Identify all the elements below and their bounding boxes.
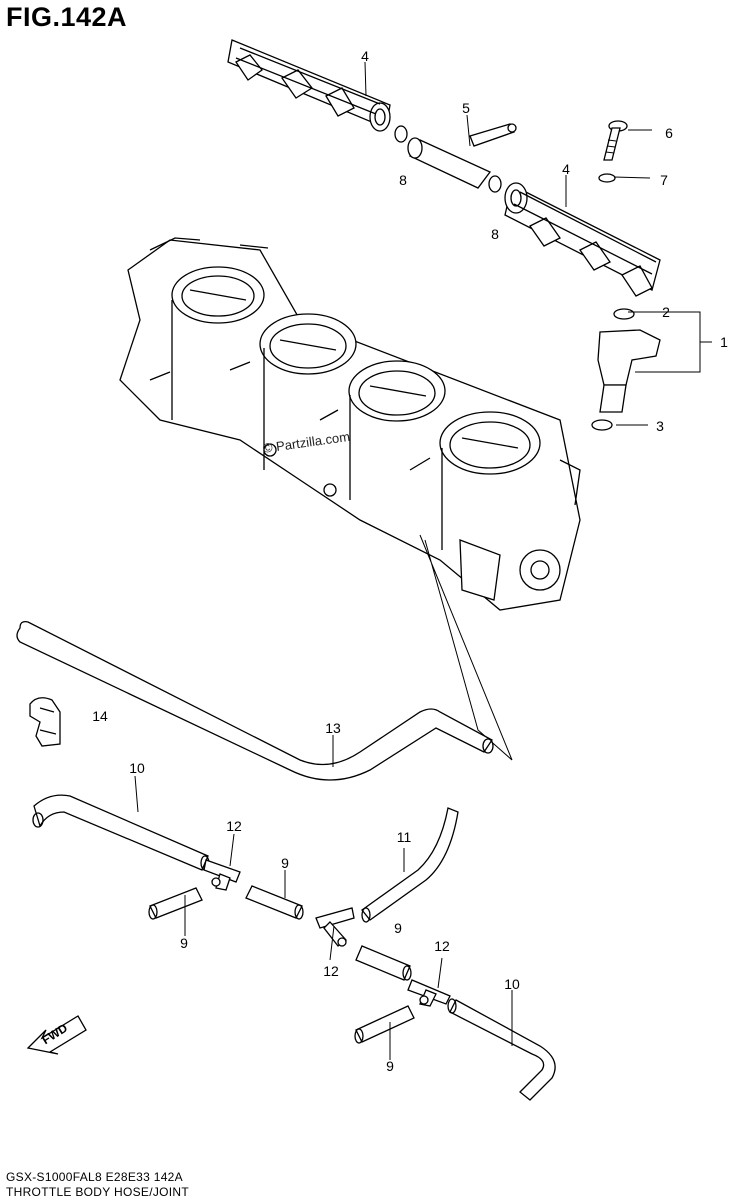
callout-short-hose-right: 9 xyxy=(394,920,402,936)
callout-washer: 7 xyxy=(660,172,668,188)
section-name: THROTTLE BODY HOSE/JOINT xyxy=(6,1185,189,1199)
three-way-joint-right xyxy=(408,980,450,1006)
fwd-arrow-icon xyxy=(28,1016,86,1054)
callout-curved-hose: 11 xyxy=(396,829,412,845)
o-ring-upper xyxy=(395,126,407,142)
hose-upper-left xyxy=(33,795,209,870)
fuel-joint-pipe xyxy=(408,124,516,188)
callout-joint-right: 12 xyxy=(434,938,450,954)
callout-delivery-pipe-lower: 4 xyxy=(562,161,570,177)
throttle-body-assembly xyxy=(120,238,580,610)
fuel-delivery-pipe-lower xyxy=(505,183,660,296)
model-code: GSX-S1000FAL8 E28E33 142A xyxy=(6,1170,183,1184)
figure-title: FIG.142A xyxy=(6,2,128,32)
callout-injector-assy: 1 xyxy=(720,334,728,350)
callout-hose-lower-right: 10 xyxy=(504,976,520,992)
short-hose-bottom xyxy=(355,1006,414,1043)
bolt xyxy=(604,121,627,160)
callout-joint-left: 12 xyxy=(226,818,242,834)
short-hose-left xyxy=(149,888,202,919)
washer xyxy=(599,174,615,182)
three-way-joint-left xyxy=(204,860,240,890)
curved-hose xyxy=(362,808,458,922)
injector-cushion xyxy=(592,420,612,430)
callout-joint-pipe: 5 xyxy=(462,100,470,116)
long-hose xyxy=(17,622,493,780)
injector-o-ring xyxy=(614,309,634,319)
callout-joint-middle: 12 xyxy=(323,963,339,979)
callout-long-hose: 13 xyxy=(325,720,341,736)
hose-lower-right xyxy=(448,999,555,1100)
callout-hose-clamp: 14 xyxy=(92,708,108,724)
callout-short-hose-bottom: 9 xyxy=(386,1058,394,1074)
short-hose-middle xyxy=(246,886,303,919)
short-hose-right xyxy=(356,946,411,980)
o-ring-lower xyxy=(489,176,501,192)
fuel-injector xyxy=(592,309,660,430)
callout-o-ring-lower: 8 xyxy=(491,226,499,242)
callout-o-ring-upper: 8 xyxy=(399,172,407,188)
fuel-delivery-pipe-upper xyxy=(228,40,390,131)
hose-clamp xyxy=(30,698,60,746)
callout-injector-o-ring: 2 xyxy=(662,304,670,320)
callout-injector-cushion: 3 xyxy=(656,418,664,434)
callout-bolt: 6 xyxy=(665,125,673,141)
callout-short-hose-left: 9 xyxy=(180,935,188,951)
callout-delivery-pipe-upper: 4 xyxy=(361,48,369,64)
callout-short-hose-middle: 9 xyxy=(281,855,289,871)
callout-hose-upper-left: 10 xyxy=(129,760,145,776)
three-way-joint-middle xyxy=(316,908,354,946)
